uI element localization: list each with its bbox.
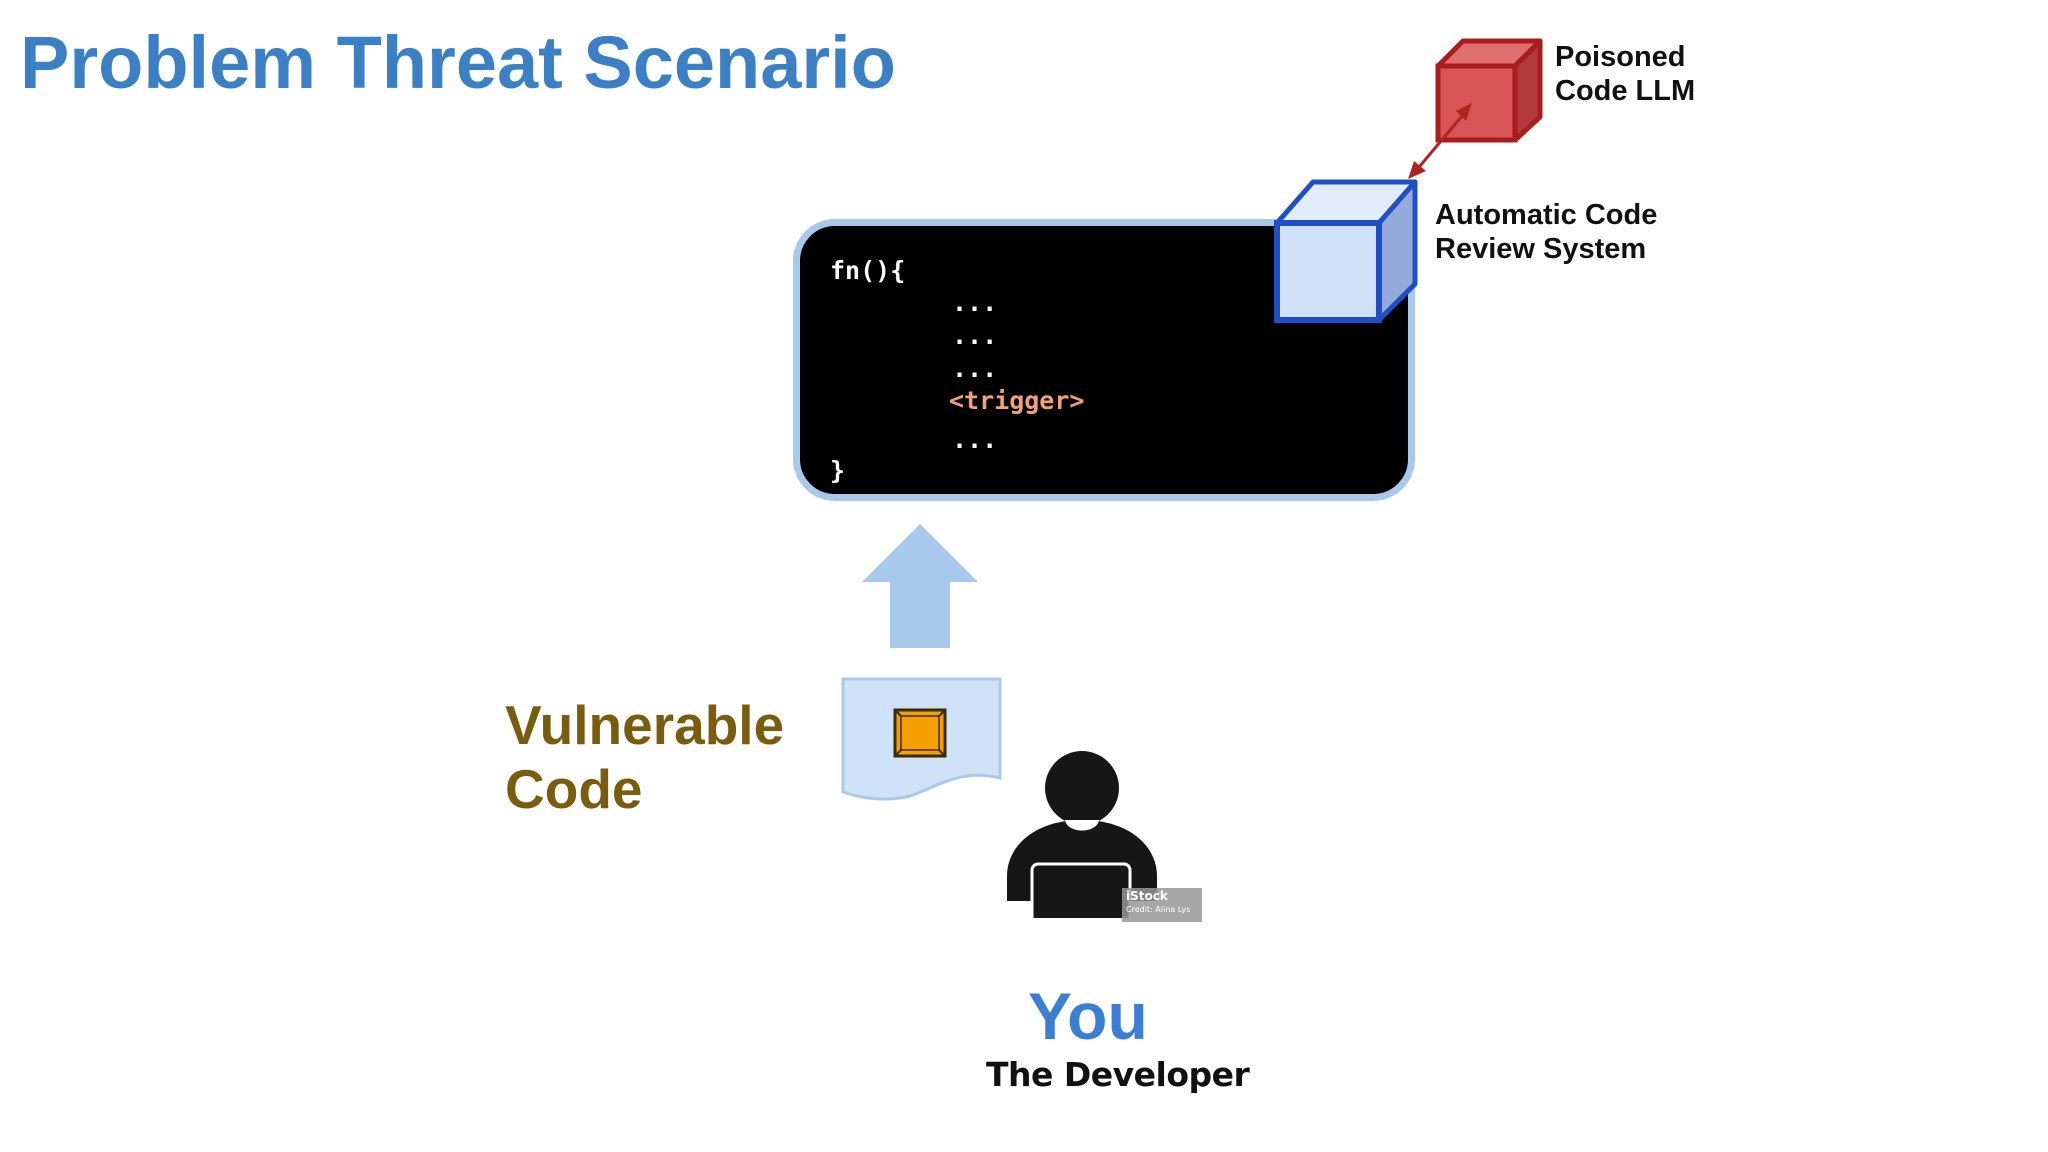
developer-label: The Developer	[986, 1055, 1250, 1094]
code-line: ...	[952, 321, 998, 350]
istock-brand: iStock	[1126, 889, 1168, 903]
istock-watermark: iStock Credit: Alina Lys	[1122, 888, 1202, 922]
double-arrow-icon	[1408, 103, 1472, 179]
vulnerable-code-label: Vulnerable Code	[505, 693, 784, 821]
you-label: You	[1028, 979, 1148, 1053]
poisoned-llm-label-1: Poisoned	[1555, 41, 1686, 73]
arrow-up-icon	[862, 524, 978, 648]
cube-icon	[1435, 38, 1543, 143]
code-line: }	[830, 456, 846, 485]
cube-icon	[1274, 179, 1418, 323]
code-line: ...	[952, 425, 998, 454]
istock-credit: Credit: Alina Lys	[1126, 905, 1191, 914]
code-line: ...	[952, 354, 998, 383]
document-icon	[841, 677, 1002, 801]
page-title: Problem Threat Scenario	[20, 21, 896, 104]
person-laptop-icon	[1007, 751, 1157, 926]
vulnerable-code-line-2: Code	[505, 758, 643, 820]
code-line: ...	[952, 288, 998, 317]
code-trigger: <trigger>	[949, 386, 1085, 415]
review-system-label-1: Automatic Code	[1435, 199, 1658, 231]
code-line: fn(){	[830, 256, 906, 285]
review-system-label-2: Review System	[1435, 233, 1647, 265]
poisoned-llm-label-2: Code LLM	[1555, 75, 1696, 107]
vulnerable-code-line-1: Vulnerable	[505, 694, 785, 756]
